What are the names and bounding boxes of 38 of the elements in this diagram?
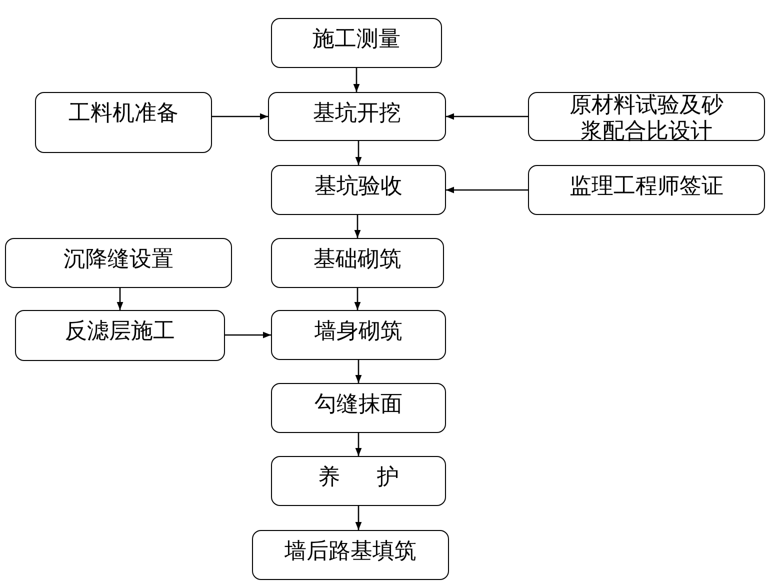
step-label: 养 护 xyxy=(318,465,399,490)
process-box xyxy=(15,310,225,361)
process-box xyxy=(271,165,446,215)
step-label: 基础砌筑 xyxy=(314,247,402,272)
process-box xyxy=(271,238,444,288)
process-box xyxy=(271,310,446,360)
process-box xyxy=(271,383,446,433)
step-label: 基坑开挖 xyxy=(313,101,401,126)
step-label: 原材料试验及砂浆配合比设计 xyxy=(570,93,724,144)
process-box xyxy=(252,530,449,580)
step-label: 墙身砌筑 xyxy=(314,319,402,344)
step-label: 勾缝抹面 xyxy=(314,392,402,417)
process-box xyxy=(528,165,765,215)
process-box xyxy=(271,18,442,68)
step-label: 施工测量 xyxy=(312,27,400,52)
step-label: 基坑验收 xyxy=(314,174,402,199)
arrow xyxy=(116,288,124,310)
arrow xyxy=(355,360,362,383)
arrow xyxy=(355,433,362,456)
process-box xyxy=(5,238,232,288)
arrow xyxy=(354,288,361,310)
step-label: 反滤层施工 xyxy=(65,319,175,344)
step-label: 监理工程师签证 xyxy=(570,174,724,199)
arrow xyxy=(355,141,362,165)
arrow xyxy=(446,113,528,120)
arrow xyxy=(446,186,528,194)
arrow xyxy=(354,215,361,238)
arrow xyxy=(355,506,362,530)
process-box xyxy=(268,92,446,141)
step-label: 墙后路基填筑 xyxy=(284,539,416,564)
process-box xyxy=(271,456,446,506)
arrow xyxy=(353,68,360,92)
arrow xyxy=(212,113,268,120)
process-box xyxy=(35,92,212,153)
step-label: 工料机准备 xyxy=(68,101,178,126)
process-box xyxy=(528,92,765,141)
arrow xyxy=(225,332,271,338)
step-label: 沉降缝设置 xyxy=(64,247,174,272)
